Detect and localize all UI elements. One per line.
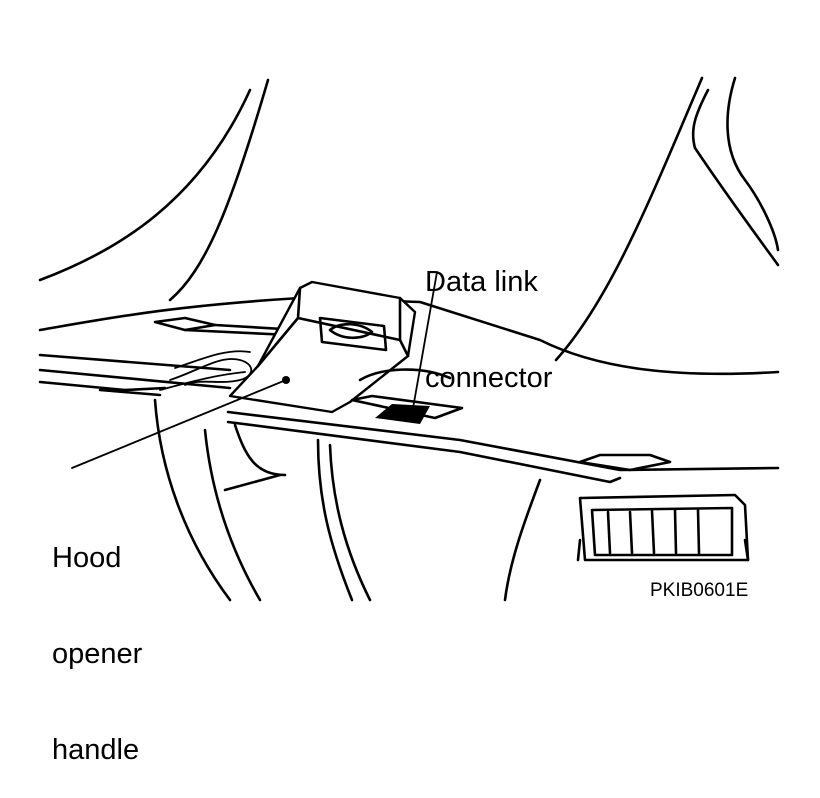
hood-opener-handle-housing [228,280,417,414]
hood-opener-handle-label-line1: Hood [52,542,122,574]
hood-opener-handle-label-line2: opener [52,638,143,670]
data-link-leader [411,271,438,415]
leader-lines [71,271,438,469]
hood-opener-handle-label: Hood opener handle [52,478,142,798]
vent-grille [576,493,750,562]
dashboard-lower-trim [98,388,780,484]
hood-opener-handle-label-line3: handle [52,734,140,766]
windshield-right-outline [554,76,780,362]
data-link-connector [350,368,464,424]
hood-opener-leader [71,379,287,469]
lower-panels [153,398,542,602]
figure-code: PKIB0601E [650,580,749,601]
data-link-connector-label: Data link connector [425,202,552,426]
windshield-outline [38,78,302,332]
wiring-harness [159,350,253,391]
hood-opener-leader-dot [282,376,290,384]
dashboard-illustration [38,76,780,602]
data-link-connector-label-line2: connector [425,362,553,394]
data-link-connector-label-line1: Data link [425,266,538,298]
data-link-leader-dot [408,410,416,418]
